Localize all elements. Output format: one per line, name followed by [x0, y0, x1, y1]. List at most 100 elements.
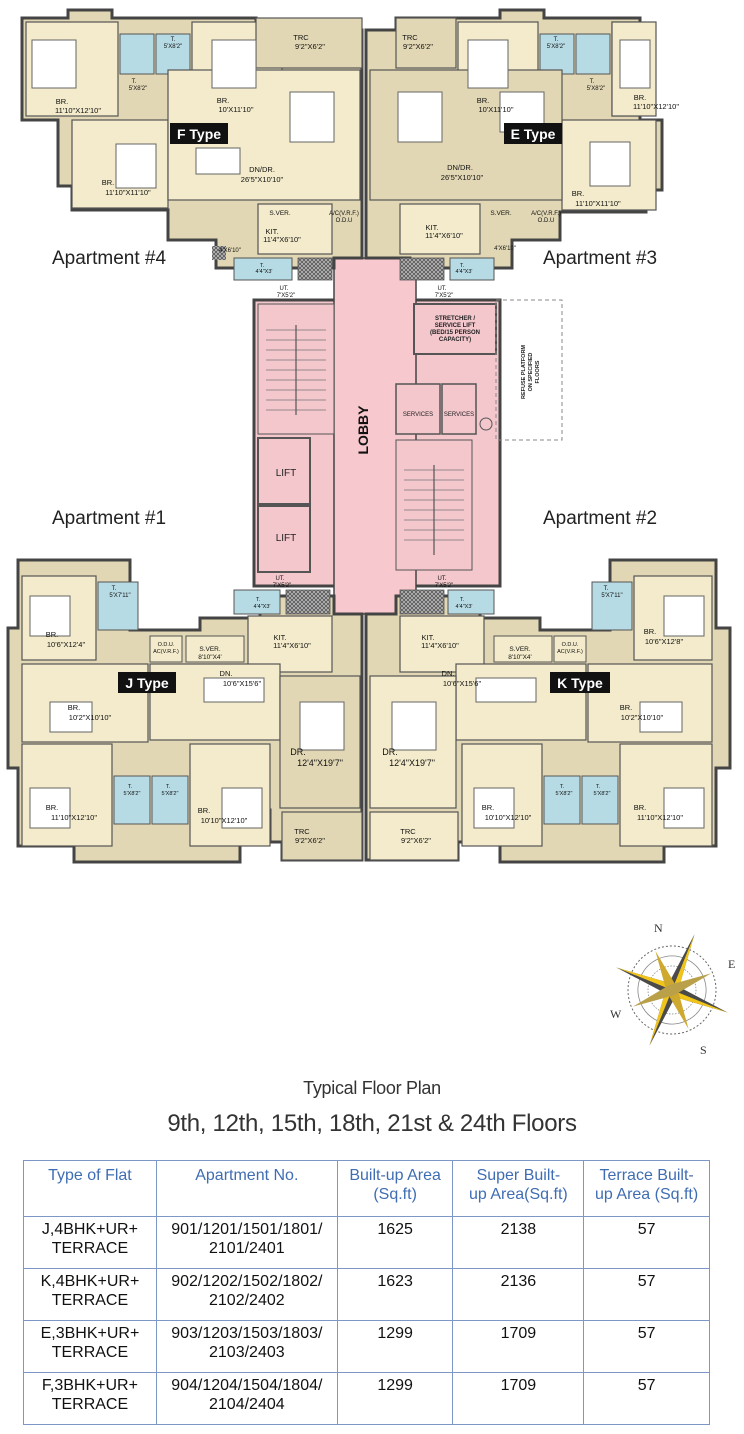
f-ut-label-2: 7'X5'2" — [277, 293, 295, 299]
stretcher-lift-label: STRETCHER / SERVICE LIFT (BED/15 PERSON … — [430, 316, 480, 343]
f-dndr-label-2: 26'5"X10'10" — [241, 175, 284, 184]
j-sver-label-1: S.VER. — [199, 646, 221, 653]
lift-1-label: LIFT — [276, 468, 297, 479]
j-br2-label-1: BR. — [68, 703, 81, 712]
j-ut-label-1: UT. — [276, 576, 285, 582]
services-1-room — [395, 383, 441, 435]
e-br3-label-1: BR. — [572, 189, 585, 198]
k-t4-label-2: 5'X8'2" — [594, 791, 611, 797]
j-ut-label-2: 7'X5'2" — [273, 583, 291, 589]
apartment-2-k-type — [364, 558, 732, 864]
j-t4 — [151, 775, 189, 825]
k-br1-label-1: BR. — [644, 627, 657, 636]
e-type-badge: E Type — [504, 123, 562, 144]
f-trc-label-2: 9'2"X6'2" — [295, 42, 325, 51]
cell-terrace: 57 — [583, 1320, 710, 1373]
f-pass-label: 4'X6'10" — [219, 248, 241, 254]
table-row: F,3BHK+UR+TERRACE 904/1204/1504/1804/210… — [23, 1372, 710, 1425]
k-br2-label-1: BR. — [620, 703, 633, 712]
j-t1-label-1: T. — [112, 586, 117, 592]
e-dndr-label-1: DN/DR. — [447, 163, 473, 172]
k-sver — [493, 635, 553, 663]
k-type-badge: K Type — [550, 672, 610, 693]
f-kit-label-1: KIT. — [266, 227, 279, 236]
header-terrace: Terrace Built-up Area (Sq.ft) — [583, 1160, 710, 1217]
refuse-line-1: REFUSE PLATFORM — [521, 345, 527, 399]
compass-rose-icon: N E S W — [610, 921, 735, 1056]
f-kit-room — [257, 203, 333, 255]
cell-apt-line-2: 2102/2402 — [209, 1292, 285, 1309]
k-odu-label-1: O.D.U. — [562, 642, 579, 648]
cell-type-line-2: TERRACE — [51, 1240, 129, 1257]
header-super-line-1: Super Built- — [476, 1167, 561, 1184]
j-dn-label-1: DN. — [220, 669, 233, 678]
apartment-1-heading: Apartment #1 — [52, 508, 167, 529]
header-builtup: Built-up Area(Sq.ft) — [336, 1160, 454, 1217]
cell-type: J,4BHK+UR+ TERRACE — [23, 1216, 157, 1269]
cell-apt: 902/1202/1502/1802/2102/2402 — [155, 1268, 338, 1321]
cell-apt-line-2: 2104/2404 — [209, 1396, 285, 1413]
j-t3 — [113, 775, 151, 825]
cell-apt: 904/1204/1504/1804/2104/2404 — [155, 1372, 338, 1425]
j-trc-label-2: 9'2"X6'2" — [295, 836, 325, 845]
stretcher-lift-line-3: (BED/15 PERSON — [430, 330, 480, 336]
cell-type-line-1: J,4BHK+UR+ — [41, 1221, 138, 1238]
k-trc-label-2: 9'2"X6'2" — [401, 836, 431, 845]
j-t3-label-1: T. — [128, 784, 133, 790]
compass-n: N — [654, 921, 663, 935]
k-dr-label-2: 12'4"X19'7" — [389, 758, 435, 768]
staircase-right — [395, 439, 473, 571]
cell-apt-line-2: 2103/2403 — [209, 1344, 285, 1361]
j-sver-label-2: 8'10"X4' — [198, 654, 222, 661]
k-br4-label-2: 11'10"X12'10" — [637, 813, 683, 822]
e-kit-label-1: KIT. — [426, 223, 439, 232]
j-t1 — [97, 581, 139, 631]
j-t4-label-1: T. — [166, 784, 171, 790]
apartment-2-heading: Apartment #2 — [543, 508, 658, 529]
refuse-platform-label: REFUSE PLATFORM ON SPECIFIED FLOORS — [521, 345, 541, 399]
f-sver-label: S.VER. — [269, 210, 291, 217]
e-type-badge-text: E Type — [511, 126, 556, 142]
k-sver-label-2: 8'10"X4' — [508, 654, 532, 661]
k-trc-label-1: TRC — [400, 827, 416, 836]
j-t1-label-2: 5'X7'11" — [109, 593, 130, 599]
cell-super: 1709 — [452, 1320, 585, 1373]
e-trc-label-2: 9'2"X6'2" — [403, 42, 433, 51]
j-t2-label-2: 4'4"X3' — [254, 604, 271, 610]
cell-apt-line-1: 901/1201/1501/1801/ — [171, 1221, 323, 1238]
k-br1-label-2: 10'6"X12'8" — [645, 637, 684, 646]
lift-1-shaft — [257, 437, 311, 505]
e-pass-label: 4'X6'10" — [494, 246, 516, 252]
k-br3-label-1: BR. — [482, 803, 495, 812]
cell-super: 2138 — [452, 1216, 585, 1269]
header-builtup-line-2: (Sq.ft) — [373, 1186, 417, 1203]
e-trc-room — [395, 17, 457, 69]
f-wet-t3 — [233, 257, 293, 281]
services-2-room — [441, 383, 477, 435]
k-br2-label-2: 10'2"X10'10" — [621, 713, 664, 722]
f-acvrf-label-2: O.D.U — [336, 218, 353, 224]
header-terrace-line-1: Terrace Built- — [599, 1167, 694, 1184]
j-t2-label-1: T. — [256, 597, 261, 603]
services-1-label: SERVICES — [403, 412, 433, 418]
flat-area-table: Type of Flat Apartment No. Built-up Area… — [23, 1160, 710, 1425]
e-acvrf-label-1: A/C(V.R.F.) — [531, 211, 561, 217]
j-t4-label-2: 5'X8'2" — [162, 791, 179, 797]
j-br4-label-1: BR. — [198, 806, 211, 815]
k-dn-label-2: 10'6"X15'6" — [443, 679, 482, 688]
apartment-4-heading: Apartment #4 — [52, 248, 167, 269]
k-t3-label-2: 5'X8'2" — [556, 791, 573, 797]
j-trc-label-1: TRC — [294, 827, 310, 836]
cell-super: 1709 — [452, 1372, 585, 1425]
header-apt-text: Apartment No. — [195, 1167, 299, 1184]
lift-2-shaft — [257, 505, 311, 573]
e-t3-label-1: T. — [460, 263, 465, 269]
caption-title: Typical Floor Plan — [303, 1078, 441, 1098]
e-dndr-label-2: 26'5"X10'10" — [441, 173, 484, 182]
j-dn-label-2: 10'6"X15'6" — [223, 679, 262, 688]
j-type-badge-text: J Type — [125, 675, 169, 691]
k-dn-label-1: DN. — [442, 669, 455, 678]
compass-s: S — [700, 1043, 707, 1056]
f-kit-label-2: 11'4"X6'10" — [263, 235, 301, 244]
e-br1-label-2: 10'X11'10" — [479, 105, 514, 114]
